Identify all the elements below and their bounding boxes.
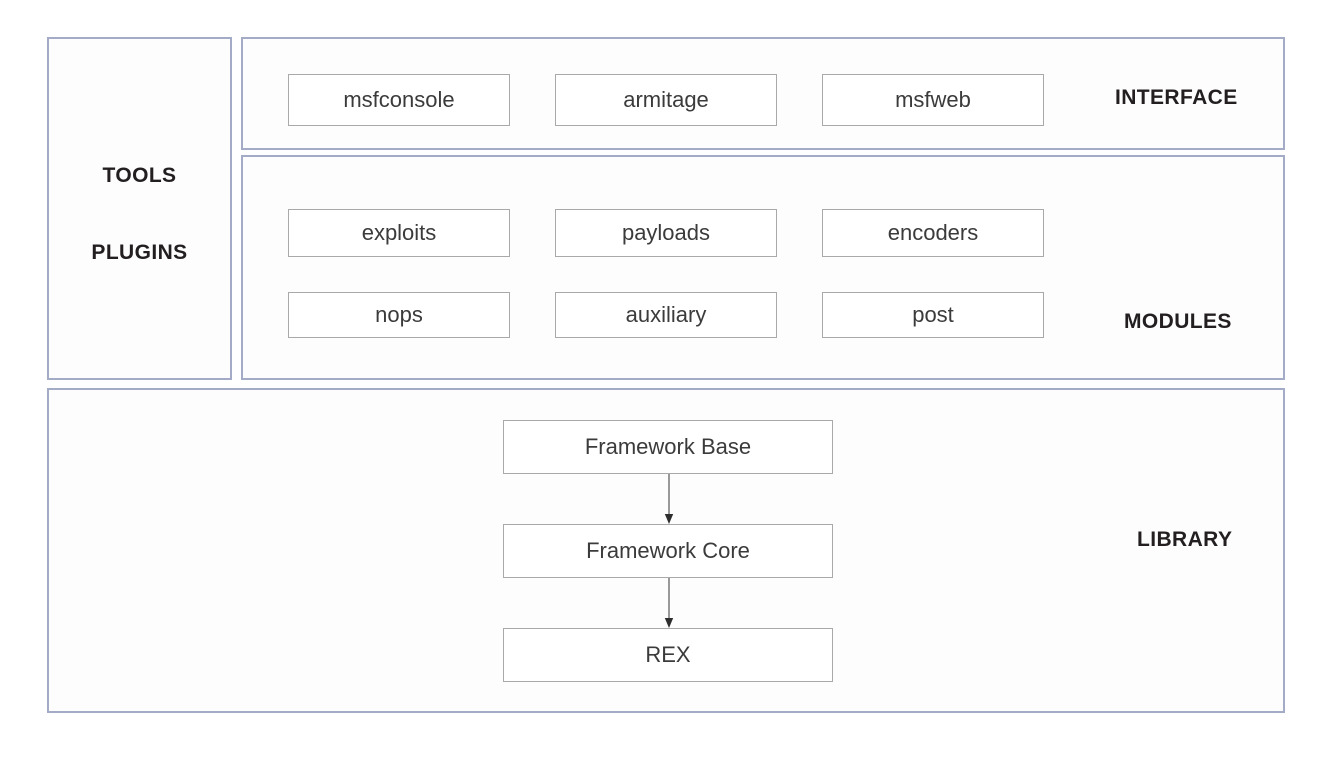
modules-section-label: MODULES: [1124, 310, 1232, 333]
arrow-down-icon-base-to-core: [663, 474, 675, 524]
node-nops[interactable]: nops: [288, 292, 510, 338]
node-msfweb[interactable]: msfweb: [822, 74, 1044, 126]
node-payloads[interactable]: payloads: [555, 209, 777, 257]
tools-plugins-panel: [47, 37, 232, 380]
plugins-label: PLUGINS: [91, 241, 188, 264]
node-auxiliary[interactable]: auxiliary: [555, 292, 777, 338]
modules-panel: [241, 155, 1285, 380]
node-rex[interactable]: REX: [503, 628, 833, 682]
node-exploits[interactable]: exploits: [288, 209, 510, 257]
library-section-label: LIBRARY: [1137, 528, 1233, 551]
node-encoders[interactable]: encoders: [822, 209, 1044, 257]
node-post[interactable]: post: [822, 292, 1044, 338]
node-framework-core[interactable]: Framework Core: [503, 524, 833, 578]
node-msfconsole[interactable]: msfconsole: [288, 74, 510, 126]
node-armitage[interactable]: armitage: [555, 74, 777, 126]
node-framework-base[interactable]: Framework Base: [503, 420, 833, 474]
interface-section-label: INTERFACE: [1115, 86, 1238, 109]
arrow-down-icon-core-to-rex: [663, 578, 675, 628]
tools-label: TOOLS: [102, 164, 177, 187]
